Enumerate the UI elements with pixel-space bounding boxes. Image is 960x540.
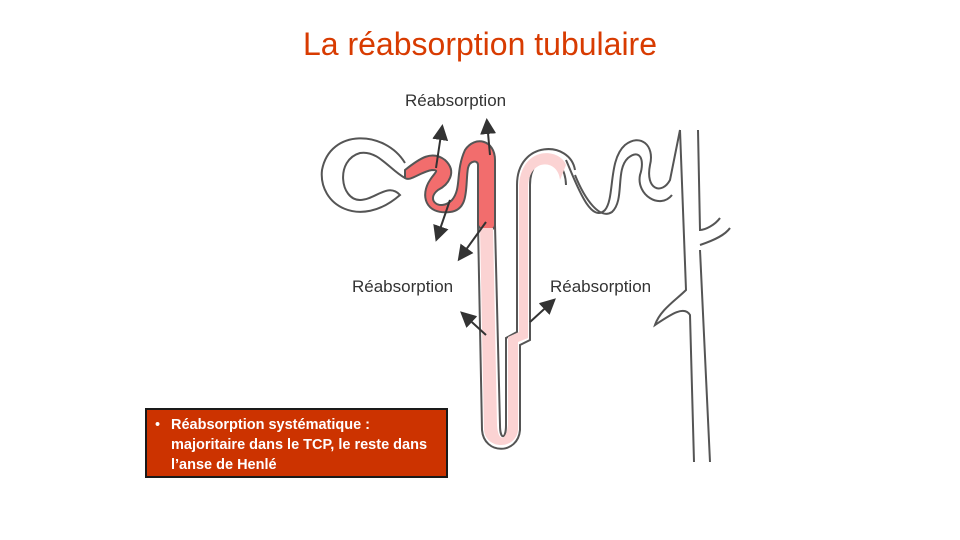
descending-limb-inner [494, 148, 576, 438]
reabsorption-arrow-4 [457, 221, 487, 262]
reabsorption-arrow-1 [432, 124, 449, 169]
bullet-icon: • [155, 417, 161, 433]
reabsorption-label-right: Réabsorption [550, 277, 652, 296]
bowman-capsule [320, 137, 406, 213]
reabsorption-arrow-3 [433, 199, 451, 242]
proximal-tubule [404, 140, 496, 232]
distal-tubule [565, 129, 681, 214]
distal-tubule-inner [574, 153, 673, 215]
reabsorption-label-top: Réabsorption [405, 91, 507, 110]
reabsorption-arrow-2 [480, 118, 497, 156]
henle-loop-fill [480, 153, 566, 445]
reabsorption-label-left: Réabsorption [352, 277, 454, 296]
collecting-duct [697, 129, 731, 463]
summary-note-text: Réabsorption systématique : majoritaire … [171, 417, 428, 473]
reabsorption-arrow-5 [460, 311, 487, 336]
reabsorption-arrow-6 [529, 298, 556, 323]
collecting-duct-side [653, 129, 695, 463]
summary-note: • Réabsorption systématique : majoritair… [145, 408, 448, 478]
slide-title: La réabsorption tubulaire [302, 26, 657, 62]
